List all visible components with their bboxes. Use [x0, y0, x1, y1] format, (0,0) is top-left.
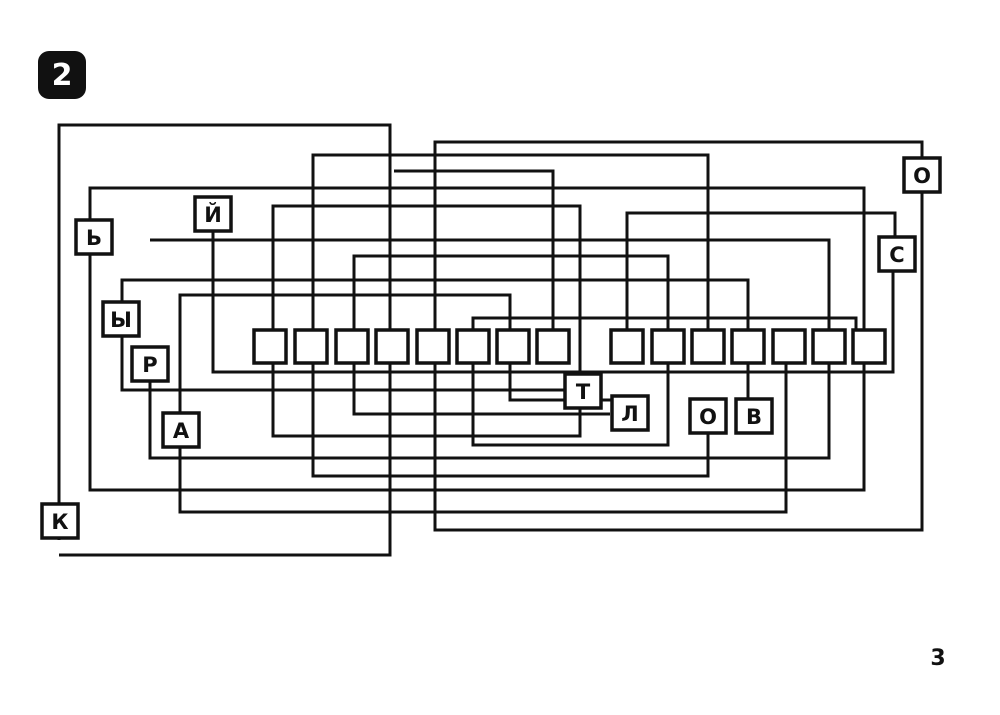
letter-box: К — [40, 502, 80, 540]
letter-box: Ь — [74, 218, 114, 256]
letter-box: А — [161, 411, 201, 449]
letter-box: Р — [130, 345, 170, 383]
letter: О — [913, 164, 931, 188]
letter-box-frame — [734, 397, 774, 435]
letter-box: С — [877, 235, 917, 273]
answer-slots[interactable] — [252, 328, 887, 365]
letter-box: В — [734, 397, 774, 435]
maze-line — [311, 153, 710, 346]
puzzle-number: 2 — [51, 57, 73, 93]
letter-box-frame — [902, 156, 942, 194]
letter: Т — [576, 380, 591, 404]
maze-line — [271, 204, 582, 438]
letter-box: Й — [193, 195, 233, 233]
answer-slot[interactable] — [650, 328, 686, 365]
answer-slot[interactable] — [293, 328, 329, 365]
letter: Ы — [110, 308, 132, 332]
maze-line — [352, 346, 610, 416]
letter-box-frame — [563, 372, 603, 410]
puzzle-number-badge: 2 — [38, 51, 86, 99]
letter-boxes: Й Ь С О ЫР Т Л О В А К — [40, 156, 942, 540]
letter-box-frame — [40, 502, 80, 540]
letter: Р — [142, 353, 157, 377]
letter-box-frame — [610, 394, 650, 432]
answer-slot[interactable] — [455, 328, 491, 365]
maze-line — [120, 338, 583, 392]
answer-slot[interactable] — [811, 328, 847, 365]
letter-box-frame — [193, 195, 233, 233]
maze-line — [394, 169, 555, 346]
letter: А — [173, 419, 190, 443]
answer-slot[interactable] — [374, 328, 410, 365]
letter-box-frame — [688, 397, 728, 435]
maze-line — [178, 293, 630, 450]
letter: В — [746, 405, 762, 429]
letter-box: Т — [563, 372, 603, 410]
answer-slot[interactable] — [535, 328, 571, 365]
answer-slot[interactable] — [415, 328, 451, 365]
answer-slot[interactable] — [252, 328, 288, 365]
page-number: 3 — [930, 646, 946, 671]
answer-slot[interactable] — [690, 328, 726, 365]
maze-line — [148, 238, 831, 460]
letter-box-frame — [877, 235, 917, 273]
answer-slot[interactable] — [334, 328, 370, 365]
letter-box-frame — [74, 218, 114, 256]
letter-box: О — [688, 397, 728, 435]
letter: К — [51, 510, 68, 534]
maze-line — [625, 211, 897, 346]
answer-slot[interactable] — [851, 328, 887, 365]
maze-line — [57, 123, 392, 557]
maze-line — [211, 232, 895, 374]
letter-box: О — [902, 156, 942, 194]
letter: О — [699, 405, 717, 429]
maze-line — [178, 364, 788, 514]
letter-box: Л — [610, 394, 650, 432]
letter-box-frame — [161, 411, 201, 449]
answer-slot[interactable] — [730, 328, 766, 365]
maze-lines — [57, 123, 924, 557]
answer-slot[interactable] — [609, 328, 645, 365]
letter: Л — [621, 402, 638, 426]
answer-slot[interactable] — [771, 328, 807, 365]
letter-box-frame — [130, 345, 170, 383]
maze-line — [433, 140, 924, 532]
maze-line — [311, 346, 710, 478]
letter: Ь — [86, 226, 102, 250]
answer-slot[interactable] — [495, 328, 531, 365]
letter-box: Ы — [101, 300, 141, 338]
letter: Й — [204, 202, 222, 227]
letter-box-frame — [101, 300, 141, 338]
letter: С — [889, 243, 904, 267]
